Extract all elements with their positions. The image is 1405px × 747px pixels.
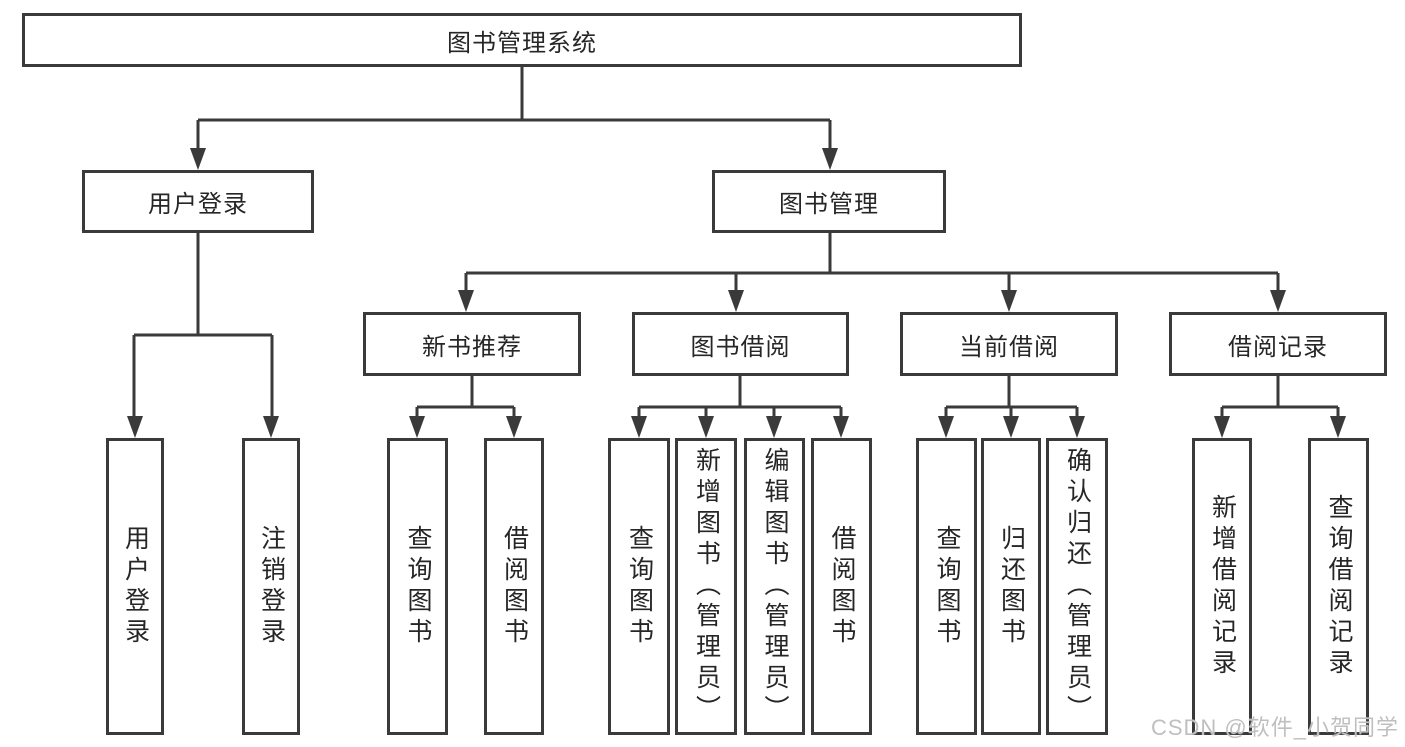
connector-new-book-recommend-to-leaves <box>409 376 522 438</box>
leaf-query-books-current: 查询图书 <box>916 438 977 735</box>
leaf-add-borrow-record: 新增借阅记录 <box>1192 438 1252 735</box>
node-current-borrow-label: 当前借阅 <box>959 333 1059 361</box>
leaf-return-books-label: 归还图书 <box>997 524 1026 649</box>
leaf-logout-label: 注销登录 <box>257 524 286 649</box>
leaf-borrow-books: 借阅图书 <box>811 438 872 735</box>
leaf-query-books-recommend-label: 查询图书 <box>404 524 432 649</box>
leaf-user-login-label: 用户登录 <box>121 524 150 649</box>
leaf-confirm-return-admin: 确认归还（管理员） <box>1046 438 1108 735</box>
leaf-query-books-current-label: 查询图书 <box>933 524 961 649</box>
leaf-borrow-books-label: 借阅图书 <box>828 524 856 649</box>
leaf-confirm-return-admin-label: 确认归还（管理员） <box>1063 447 1092 726</box>
node-current-borrow: 当前借阅 <box>900 312 1118 376</box>
node-user-login-label: 用户登录 <box>148 191 248 218</box>
connector-book-management-to-level3 <box>458 233 1286 312</box>
connector-root-to-level2 <box>190 67 838 170</box>
leaf-add-books-admin-label: 新增图书（管理员） <box>692 447 721 726</box>
node-root-system-label: 图书管理系统 <box>447 29 597 57</box>
leaf-query-books-borrow-label: 查询图书 <box>625 524 654 649</box>
connector-borrow-records-to-leaves <box>1214 376 1346 438</box>
leaf-query-books-recommend: 查询图书 <box>387 438 448 735</box>
node-new-book-recommend-label: 新书推荐 <box>422 333 522 361</box>
node-book-management: 图书管理 <box>712 170 946 233</box>
leaf-add-books-admin: 新增图书（管理员） <box>675 438 737 735</box>
leaf-return-books: 归还图书 <box>981 438 1041 735</box>
node-borrow-records: 借阅记录 <box>1169 312 1387 376</box>
leaf-borrow-books-recommend-label: 借阅图书 <box>500 524 529 649</box>
leaf-edit-books-admin-label: 编辑图书（管理员） <box>761 447 789 726</box>
connector-user-login-to-leaves <box>127 233 279 438</box>
leaf-query-books-borrow: 查询图书 <box>608 438 670 735</box>
leaf-add-borrow-record-label: 新增借阅记录 <box>1208 493 1237 680</box>
connector-current-borrow-to-leaves <box>938 376 1085 438</box>
node-root-system: 图书管理系统 <box>22 13 1022 67</box>
node-book-borrow-label: 图书借阅 <box>690 333 791 361</box>
leaf-query-borrow-record-label: 查询借阅记录 <box>1325 493 1353 680</box>
leaf-edit-books-admin: 编辑图书（管理员） <box>744 438 805 735</box>
csdn-watermark: CSDN @软件_小贺同学 <box>1150 715 1399 740</box>
node-user-login: 用户登录 <box>82 170 314 233</box>
leaf-query-borrow-record: 查询借阅记录 <box>1308 438 1369 735</box>
connector-book-borrow-to-leaves <box>631 376 849 438</box>
node-book-management-label: 图书管理 <box>779 191 879 218</box>
node-book-borrow: 图书借阅 <box>632 312 849 376</box>
leaf-user-login: 用户登录 <box>106 438 164 735</box>
node-borrow-records-label: 借阅记录 <box>1228 333 1328 361</box>
node-new-book-recommend: 新书推荐 <box>363 312 581 376</box>
leaf-borrow-books-recommend: 借阅图书 <box>484 438 544 735</box>
leaf-logout: 注销登录 <box>242 438 300 735</box>
